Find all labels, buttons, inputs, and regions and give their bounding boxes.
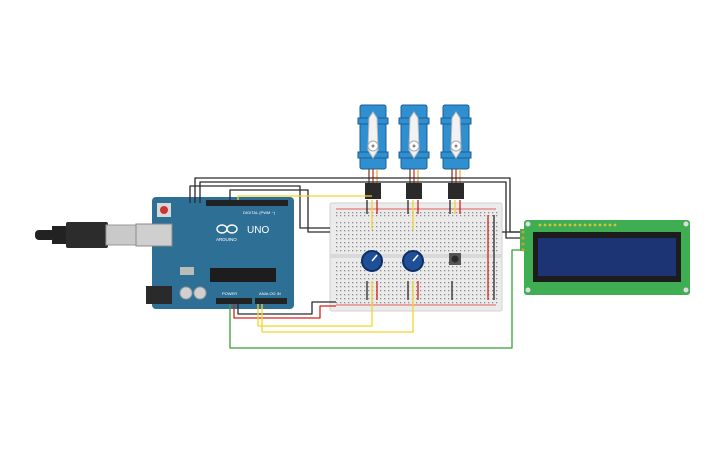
digital-header-label: DIGITAL (PWM ~) (243, 210, 276, 215)
potentiometer-2[interactable] (402, 250, 424, 272)
servo-motor-3[interactable] (440, 104, 472, 199)
power-header-label: POWER (222, 291, 237, 296)
analog-header (255, 298, 287, 304)
wires (189, 177, 520, 349)
pushbutton[interactable] (449, 253, 461, 265)
servo-motor-2[interactable] (398, 104, 430, 199)
potentiometer-1[interactable] (361, 250, 383, 272)
analog-header-label: ANALOG IN (259, 291, 281, 296)
arduino-uno-board[interactable]: UNO ARDUINO DIGITAL (PWM ~) POWER ANALOG… (135, 197, 294, 309)
arduino-brand-label: ARDUINO (216, 237, 237, 242)
usb-cable (35, 222, 137, 248)
atmega-chip (210, 268, 276, 282)
servo-motor-1[interactable] (357, 104, 389, 199)
digital-header (206, 200, 288, 206)
lcd-i2c-pins (520, 229, 526, 252)
arduino-model-label: UNO (247, 225, 269, 236)
power-header (216, 298, 252, 304)
lcd-screen (538, 238, 676, 276)
arduino-logo-icon (216, 224, 238, 234)
lcd-display[interactable] (520, 220, 690, 295)
